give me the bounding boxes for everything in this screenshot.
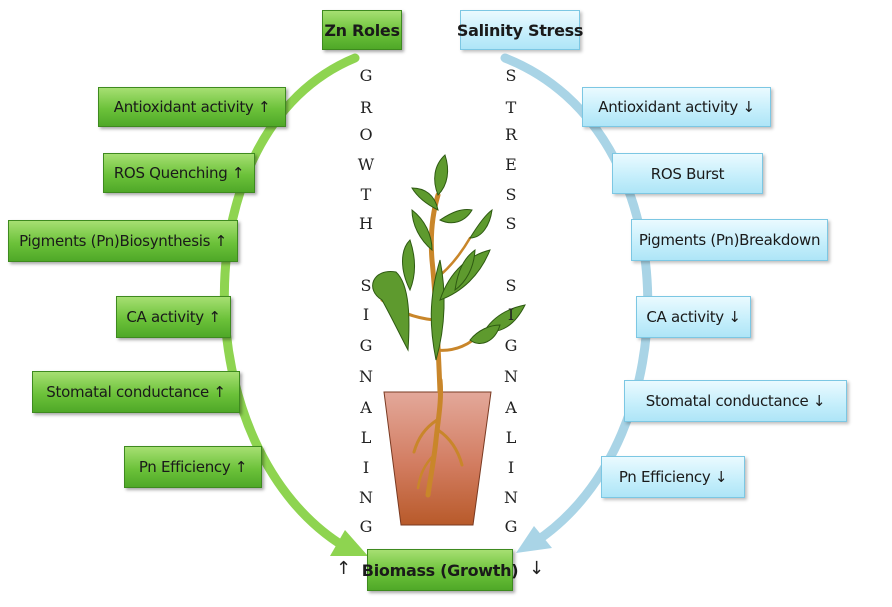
right-item-label: Stomatal conductance ↓ bbox=[645, 392, 826, 410]
vertical-letter: L bbox=[360, 428, 372, 447]
vertical-letter: N bbox=[359, 488, 373, 507]
vertical-letter: S bbox=[505, 214, 517, 233]
biomass-down-arrow: ↓ bbox=[529, 558, 545, 579]
plant-roots bbox=[412, 377, 464, 498]
left-item-ros-quenching: ROS Quenching ↑ bbox=[103, 153, 255, 193]
vertical-letter: N bbox=[504, 367, 518, 386]
left-item-label: ROS Quenching ↑ bbox=[113, 164, 245, 182]
green-arc bbox=[219, 53, 360, 552]
right-item-label: Pn Efficiency ↓ bbox=[618, 468, 728, 486]
right-item-pn-efficiency: Pn Efficiency ↓ bbox=[601, 456, 745, 498]
right-item-antioxidant: Antioxidant activity ↓ bbox=[582, 87, 771, 127]
left-item-label: Stomatal conductance ↑ bbox=[46, 383, 226, 401]
salinity-stress-header-label: Salinity Stress bbox=[456, 20, 584, 40]
green-arrowhead bbox=[330, 530, 368, 556]
right-item-stomatal: Stomatal conductance ↓ bbox=[624, 380, 847, 422]
left-item-label: CA activity ↑ bbox=[126, 308, 221, 326]
vertical-letter: T bbox=[360, 185, 372, 204]
biomass-growth-box: Biomass (Growth) bbox=[362, 549, 519, 591]
blue-arrowhead bbox=[516, 526, 552, 553]
zn-roles-header-label: Zn Roles bbox=[324, 20, 400, 40]
vertical-letter: G bbox=[504, 517, 518, 536]
right-item-label: CA activity ↓ bbox=[646, 308, 741, 326]
left-item-pn-efficiency: Pn Efficiency ↑ bbox=[124, 446, 262, 488]
stress-signaling-column: S T R E S S S I G N A L I N G bbox=[500, 0, 522, 540]
left-item-ca-activity: CA activity ↑ bbox=[116, 296, 231, 338]
vertical-letter: S bbox=[505, 185, 517, 204]
vertical-letter: A bbox=[505, 398, 517, 417]
blue-arc bbox=[500, 53, 653, 547]
vertical-letter: O bbox=[359, 125, 373, 144]
vertical-letter: L bbox=[505, 428, 517, 447]
vertical-letter: A bbox=[360, 398, 372, 417]
right-item-pigments: Pigments (Pn)Breakdown bbox=[631, 219, 828, 261]
right-item-ros-burst: ROS Burst bbox=[612, 153, 763, 194]
vertical-letter: S bbox=[505, 276, 517, 295]
right-item-label: ROS Burst bbox=[650, 164, 725, 183]
left-item-label: Pigments (Pn)Biosynthesis ↑ bbox=[19, 232, 227, 250]
vertical-letter: I bbox=[507, 305, 515, 324]
right-item-label: Antioxidant activity ↓ bbox=[598, 98, 755, 116]
vertical-letter: T bbox=[505, 98, 517, 117]
left-item-pigments: Pigments (Pn)Biosynthesis ↑ bbox=[8, 220, 238, 262]
vertical-letter: N bbox=[504, 488, 518, 507]
vertical-letter: S bbox=[360, 276, 372, 295]
biomass-growth-label: Biomass (Growth) bbox=[361, 560, 519, 580]
vertical-letter: I bbox=[362, 305, 370, 324]
vertical-letter: W bbox=[357, 155, 375, 174]
vertical-letter: G bbox=[504, 336, 518, 355]
vertical-letter: G bbox=[359, 517, 373, 536]
vertical-letter: R bbox=[504, 125, 518, 144]
left-item-antioxidant: Antioxidant activity ↑ bbox=[98, 87, 286, 127]
salinity-stress-header: Salinity Stress bbox=[456, 10, 584, 50]
vertical-letter: E bbox=[505, 155, 517, 174]
vertical-letter: G bbox=[359, 66, 373, 85]
left-item-label: Pn Efficiency ↑ bbox=[138, 458, 248, 476]
biomass-up-arrow: ↑ bbox=[336, 558, 352, 579]
vertical-letter: S bbox=[505, 66, 517, 85]
left-item-label: Antioxidant activity ↑ bbox=[113, 98, 271, 116]
vertical-letter: N bbox=[359, 367, 373, 386]
vertical-letter: I bbox=[507, 458, 515, 477]
vertical-letter: I bbox=[362, 458, 370, 477]
plant-pot bbox=[383, 391, 492, 526]
growth-signaling-column: G R O W T H S I G N A L I N G bbox=[355, 0, 377, 540]
vertical-letter: H bbox=[359, 214, 373, 233]
vertical-letter: G bbox=[359, 336, 373, 355]
right-item-ca-activity: CA activity ↓ bbox=[636, 296, 751, 338]
zn-roles-header: Zn Roles bbox=[322, 10, 402, 50]
left-item-stomatal: Stomatal conductance ↑ bbox=[32, 371, 240, 413]
plant-leaves bbox=[372, 154, 526, 361]
right-item-label: Pigments (Pn)Breakdown bbox=[638, 231, 821, 249]
vertical-letter: R bbox=[359, 98, 373, 117]
